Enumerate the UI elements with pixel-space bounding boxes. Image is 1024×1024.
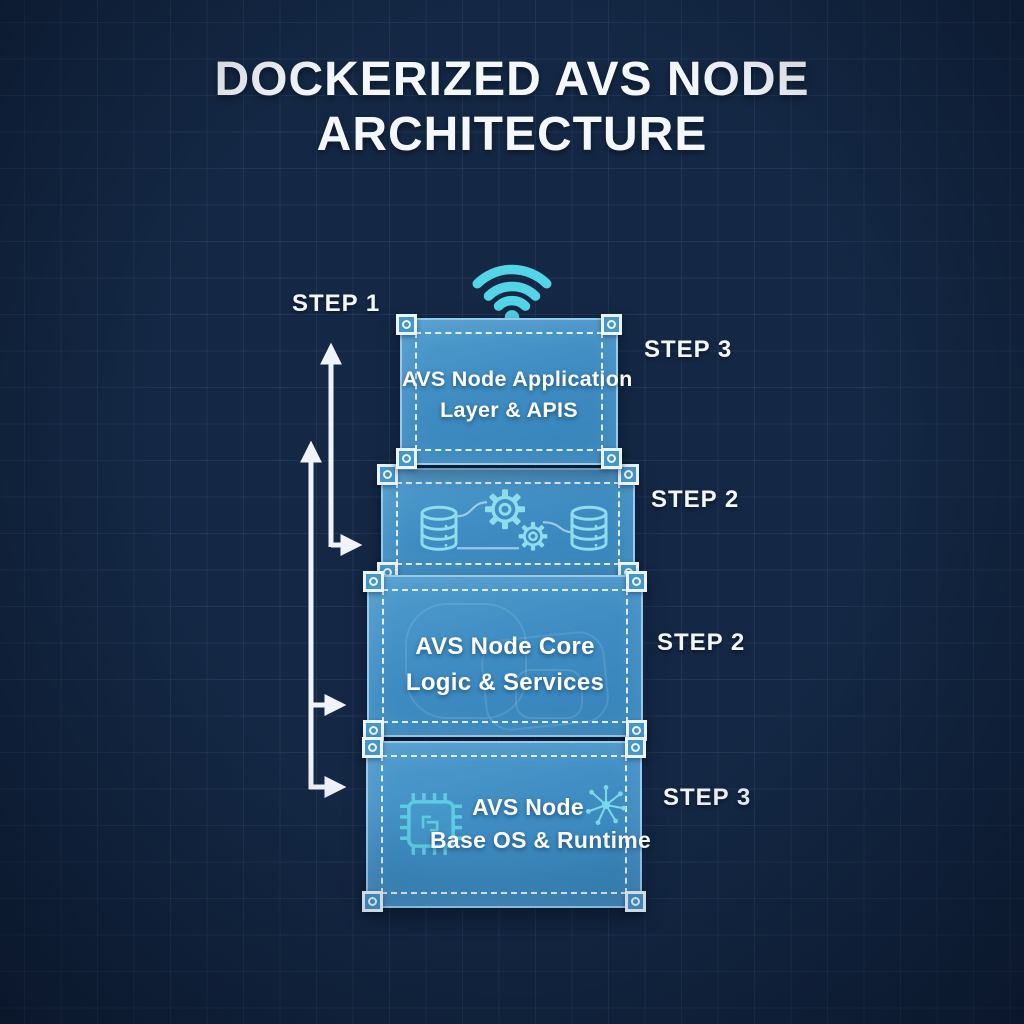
container-corner: [362, 737, 383, 758]
gear-icon: [485, 488, 525, 529]
database-icon: [420, 505, 458, 551]
container-layer-services: [377, 464, 639, 583]
container-corner: [362, 891, 383, 912]
gear-icon: [518, 521, 548, 551]
container-corner: [625, 737, 646, 758]
container-corner: [363, 571, 384, 592]
application-layer-line1: AVS Node Application: [402, 367, 633, 391]
container-corner: [601, 448, 622, 469]
container-layer-core: AVS Node Core Logic & Services: [363, 571, 647, 741]
step-label-3-bottom: STEP 3: [663, 784, 752, 811]
connector-lines: [456, 500, 574, 549]
diagram-title-line2: ARCHITECTURE: [316, 108, 708, 161]
core-layer-label: AVS Node Core Logic & Services: [369, 629, 641, 701]
step-label-2-lower: STEP 2: [657, 629, 746, 656]
step-label-1: STEP 1: [292, 290, 381, 317]
base-layer-line2: Base OS & Runtime: [430, 827, 652, 853]
services-icon-group: [420, 488, 608, 551]
container-corner: [396, 448, 417, 469]
step-label-3-top: STEP 3: [644, 336, 733, 363]
database-icon: [570, 505, 608, 551]
base-layer-line1: AVS Node: [472, 794, 584, 820]
diagram-title: DOCKERIZED AVS NODE ARCHITECTURE: [0, 52, 1024, 162]
container-layer-base: AVS Node Base OS & Runtime: [362, 737, 652, 912]
core-layer-line2: Logic & Services: [405, 669, 605, 696]
container-corner: [625, 891, 646, 912]
core-layer-line1: AVS Node Core: [415, 633, 595, 660]
base-layer-label: AVS Node Base OS & Runtime: [430, 791, 652, 857]
application-layer-label: AVS Node Application Layer & APIS: [402, 364, 633, 426]
wifi-icon: [472, 264, 552, 325]
container-corner: [626, 571, 647, 592]
container-corner: [377, 464, 398, 485]
diagram-title-line1: DOCKERIZED AVS NODE: [214, 53, 810, 106]
application-layer-line2: Layer & APIS: [440, 398, 578, 422]
container-corner: [396, 314, 417, 335]
container-corner: [601, 314, 622, 335]
container-layer-application: AVS Node Application Layer & APIS: [396, 314, 633, 469]
step-label-2-upper: STEP 2: [651, 486, 740, 513]
